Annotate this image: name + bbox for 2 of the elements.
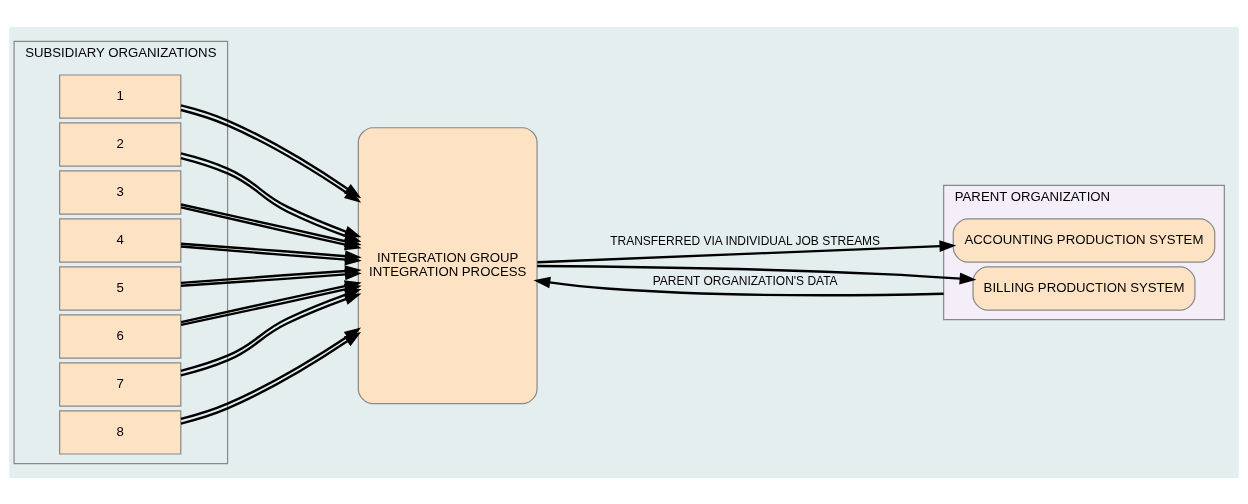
edge-label: TRANSFERRED VIA INDIVIDUAL JOB STREAMS [610, 233, 881, 248]
edge-label: PARENT ORGANIZATION'S DATA [652, 273, 838, 288]
